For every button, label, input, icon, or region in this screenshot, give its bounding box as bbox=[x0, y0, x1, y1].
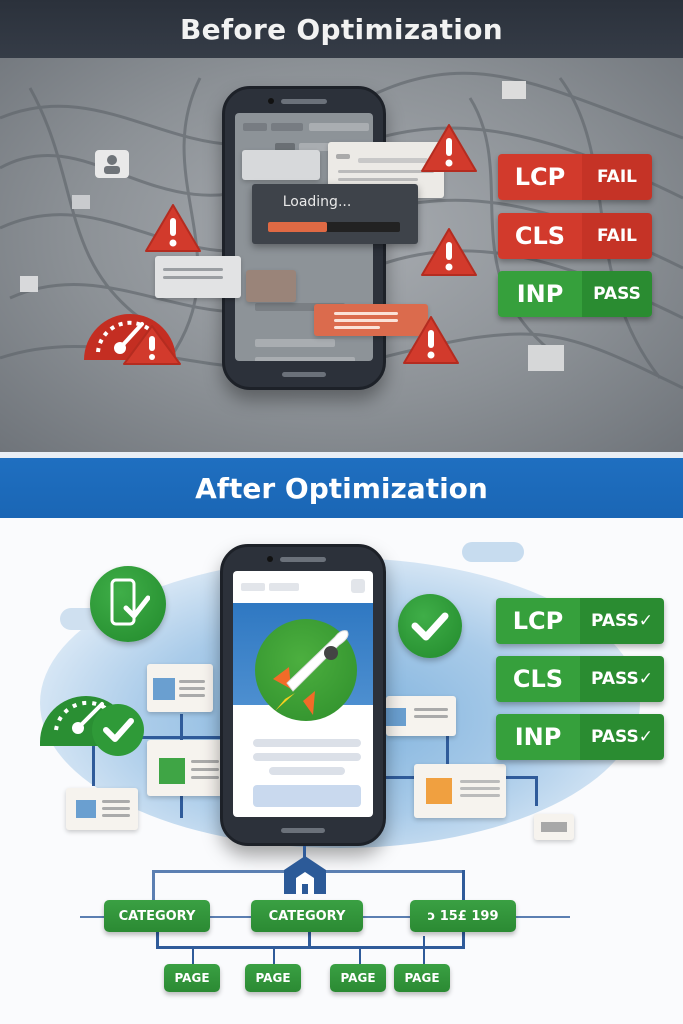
metric-badge-inp: INP PASS✓ bbox=[496, 714, 664, 760]
warning-icon bbox=[145, 204, 201, 252]
metric-name: LCP bbox=[496, 598, 580, 644]
home-icon bbox=[284, 856, 326, 894]
mail-icon bbox=[502, 81, 526, 99]
metric-status: PASS✓ bbox=[580, 656, 664, 702]
rocket-icon bbox=[273, 630, 349, 715]
section-divider bbox=[0, 452, 683, 458]
loading-progress-track bbox=[268, 222, 400, 232]
metric-status: FAIL bbox=[582, 154, 652, 200]
page-node: PAGE bbox=[164, 964, 220, 992]
loading-progress-fill bbox=[268, 222, 328, 232]
warning-icon bbox=[421, 124, 477, 172]
metric-badge-cls: CLS FAIL bbox=[498, 213, 652, 259]
metric-badge-cls: CLS PASS✓ bbox=[496, 656, 664, 702]
fast-phone bbox=[220, 544, 386, 846]
phone-screen bbox=[233, 571, 373, 817]
before-panel: Loading... LCP FAIL CLS FAIL INP PASS bbox=[0, 58, 683, 452]
metric-name: INP bbox=[496, 714, 580, 760]
content-card bbox=[147, 740, 223, 796]
check-icon bbox=[398, 594, 462, 658]
after-header: After Optimization bbox=[0, 458, 683, 518]
after-title: After Optimization bbox=[195, 471, 488, 505]
content-card bbox=[414, 764, 506, 818]
user-icon bbox=[95, 150, 129, 178]
page-node: PAGE bbox=[394, 964, 450, 992]
popup-card bbox=[242, 150, 320, 180]
loading-label: Loading... bbox=[282, 194, 352, 210]
content-card bbox=[534, 814, 574, 840]
loading-dialog: Loading... bbox=[252, 184, 418, 244]
content-card bbox=[66, 788, 138, 830]
category-node: CATEGORY bbox=[104, 900, 210, 932]
category-node: ↄ 15£ 199 bbox=[410, 900, 516, 932]
page-node: PAGE bbox=[245, 964, 301, 992]
warning-icon bbox=[421, 228, 477, 276]
speedometer-icon bbox=[84, 314, 181, 365]
metric-badge-inp: INP PASS bbox=[498, 271, 652, 317]
rocket-badge bbox=[255, 619, 357, 721]
speedometer-check-icon bbox=[40, 696, 144, 756]
category-node: CATEGORY bbox=[251, 900, 363, 932]
debris bbox=[72, 195, 90, 209]
metric-name: CLS bbox=[498, 213, 582, 259]
debris bbox=[528, 345, 564, 371]
before-header: Before Optimization bbox=[0, 0, 683, 58]
popup-card bbox=[155, 256, 241, 298]
after-panel: LCP PASS✓ CLS PASS✓ INP PASS✓ CATEGORY C… bbox=[0, 518, 683, 1024]
metric-status: PASS✓ bbox=[580, 598, 664, 644]
page-node: PAGE bbox=[330, 964, 386, 992]
debris bbox=[20, 276, 38, 292]
before-title: Before Optimization bbox=[180, 12, 503, 46]
cloud-icon bbox=[462, 542, 524, 562]
popup-card bbox=[246, 270, 296, 302]
metric-name: CLS bbox=[496, 656, 580, 702]
ad-banner bbox=[314, 304, 428, 336]
content-card bbox=[386, 696, 456, 736]
metric-status: PASS✓ bbox=[580, 714, 664, 760]
metric-status: PASS bbox=[582, 271, 652, 317]
metric-badge-lcp: LCP FAIL bbox=[498, 154, 652, 200]
warning-icon bbox=[403, 316, 459, 364]
mobile-check-icon bbox=[90, 566, 166, 642]
metric-name: INP bbox=[498, 271, 582, 317]
metric-name: LCP bbox=[498, 154, 582, 200]
cta-button[interactable] bbox=[253, 785, 361, 807]
content-card bbox=[147, 664, 213, 712]
metric-status: FAIL bbox=[582, 213, 652, 259]
metric-badge-lcp: LCP PASS✓ bbox=[496, 598, 664, 644]
